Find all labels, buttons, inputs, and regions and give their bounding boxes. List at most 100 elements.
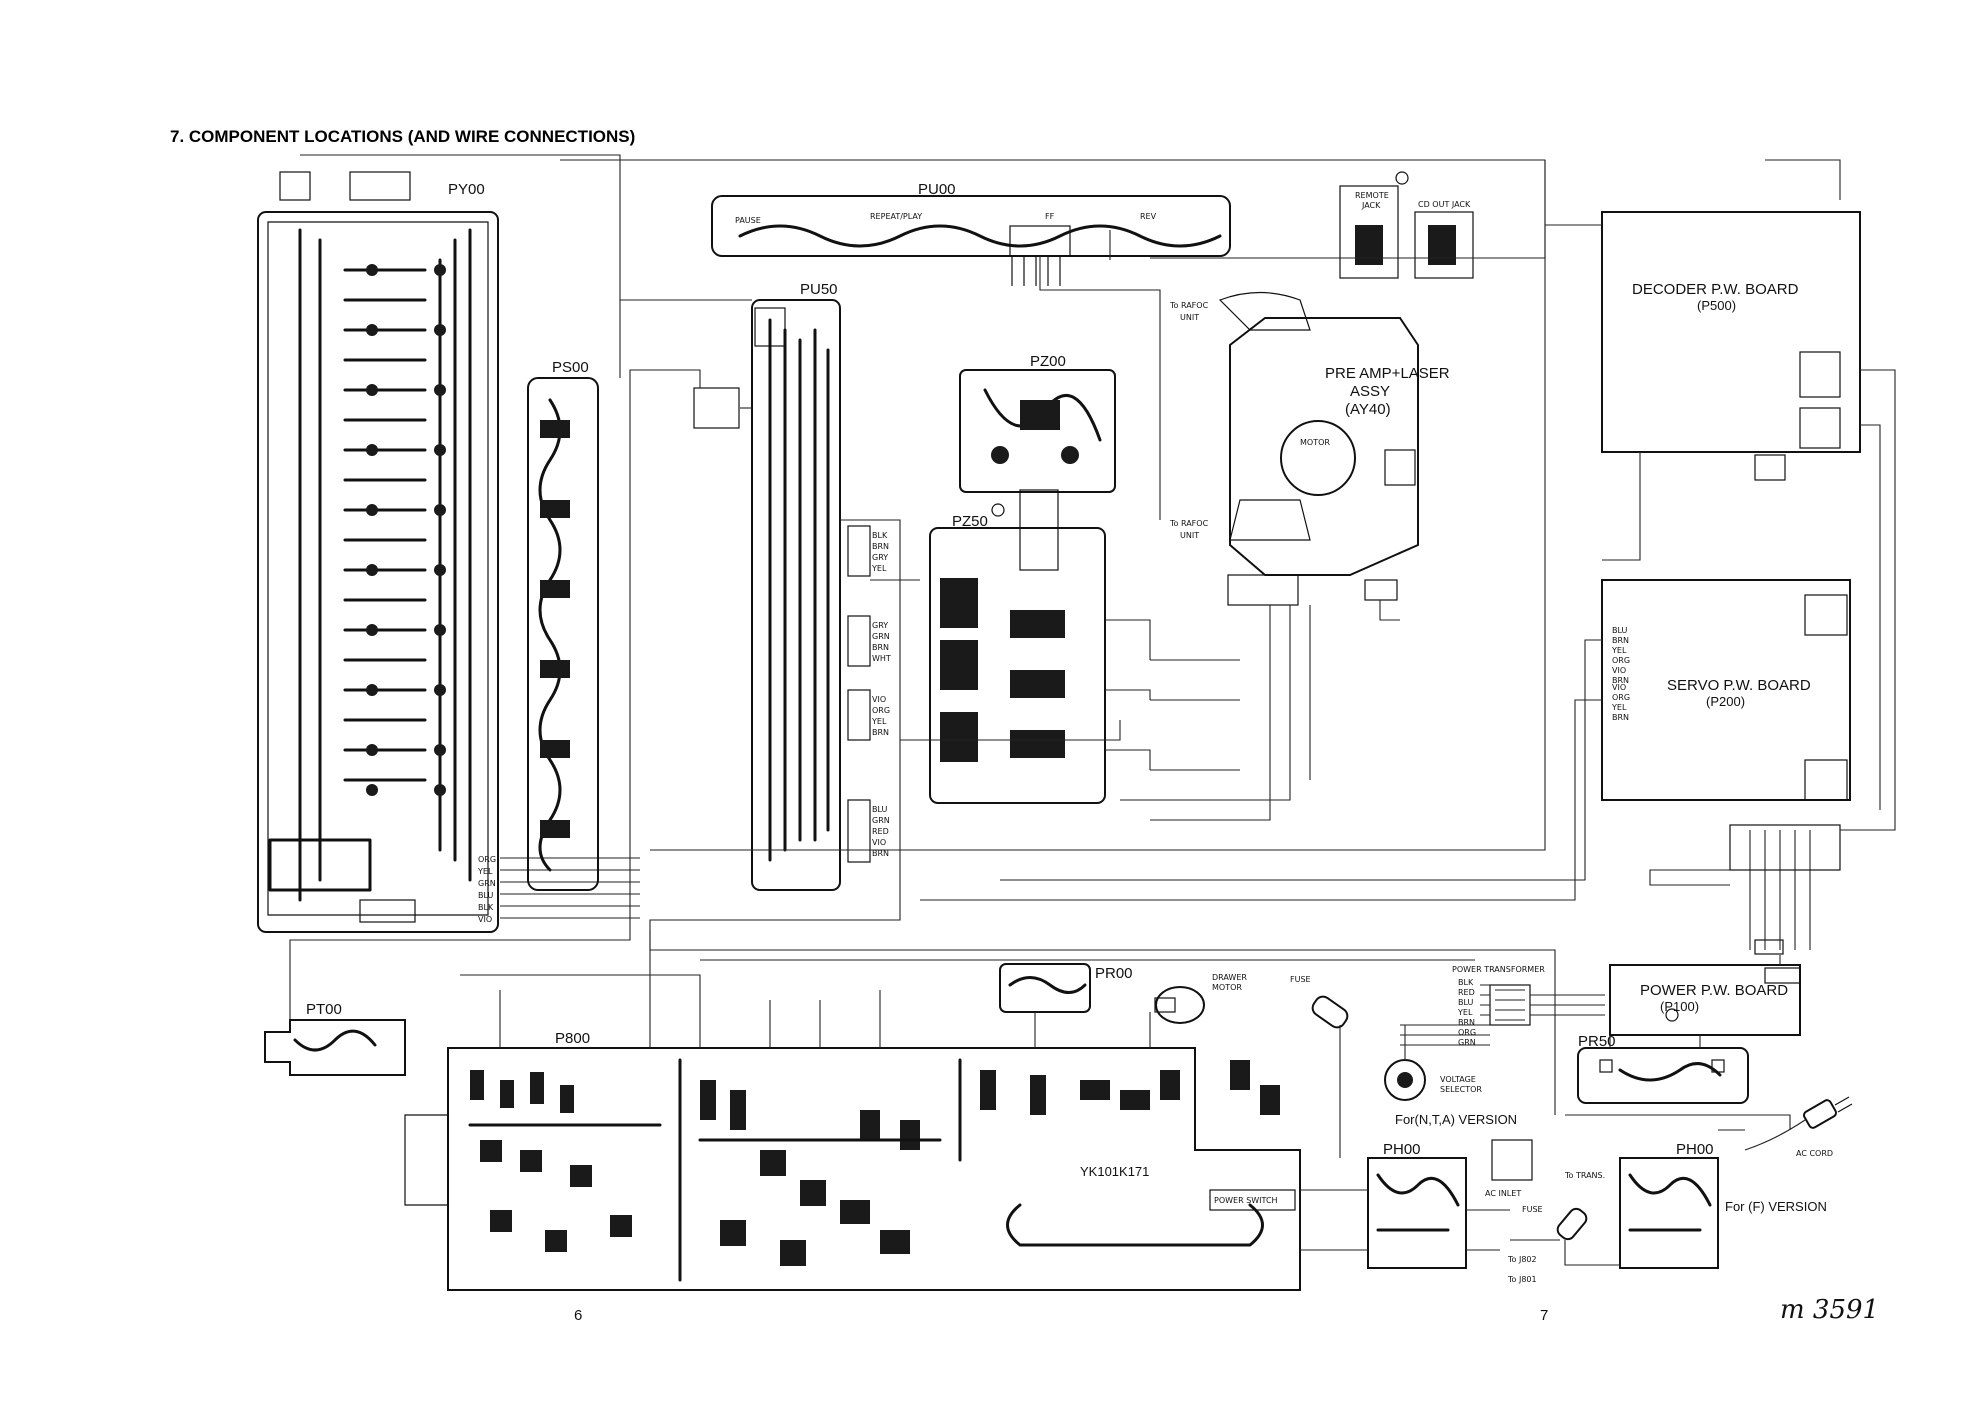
servo-wire-list-b: VIO ORG YEL BRN <box>1611 683 1630 722</box>
drawer-motor-b: MOTOR <box>1212 983 1242 992</box>
svg-text:VIO: VIO <box>872 838 886 847</box>
label-ph00-left: PH00 <box>1383 1141 1421 1158</box>
transformer-label: POWER TRANSFORMER <box>1452 965 1545 974</box>
svg-text:ORG: ORG <box>1458 1028 1476 1037</box>
svg-text:RED: RED <box>872 827 889 836</box>
svg-text:ORG: ORG <box>872 706 890 715</box>
page-title: 7. COMPONENT LOCATIONS (AND WIRE CONNECT… <box>170 127 635 146</box>
fuse-bottom-label: FUSE <box>1522 1205 1543 1214</box>
svg-text:VIO: VIO <box>478 915 492 924</box>
label-ps00: PS00 <box>552 359 589 376</box>
board-py00 <box>257 211 499 933</box>
svg-text:GRY: GRY <box>872 621 888 630</box>
svg-text:YEL: YEL <box>477 867 493 876</box>
svg-text:GRN: GRN <box>478 879 496 888</box>
board-ps00 <box>527 377 599 891</box>
pu00-button-rev: REV <box>1140 212 1157 221</box>
label-pu00: PU00 <box>918 181 956 198</box>
label-pt00: PT00 <box>306 1001 342 1018</box>
decoder-code: (P500) <box>1697 298 1736 313</box>
ac-cord-label: AC CORD <box>1796 1149 1833 1158</box>
to-rafoc-1a: To RAFOC <box>1169 301 1209 310</box>
board-pu50 <box>693 299 841 891</box>
board-pz50 <box>929 489 1106 804</box>
svg-text:GRN: GRN <box>872 632 890 641</box>
drawer-motor <box>1154 986 1205 1024</box>
label-ph00-right: PH00 <box>1676 1141 1714 1158</box>
decoder-title: DECODER P.W. BOARD <box>1632 281 1799 298</box>
svg-text:BLK: BLK <box>872 531 888 540</box>
board-pr50 <box>1577 1047 1749 1104</box>
power-switch-label: POWER SWITCH <box>1214 1196 1278 1205</box>
svg-text:BLU: BLU <box>1612 626 1628 635</box>
decoder-board <box>1601 211 1861 481</box>
preamp-line1: PRE AMP+LASER <box>1325 365 1450 382</box>
servo-board <box>1601 579 1851 801</box>
board-pz00 <box>959 369 1116 493</box>
motor-label: MOTOR <box>1300 438 1330 447</box>
fuse-bottom <box>1556 1207 1588 1241</box>
label-pu50: PU50 <box>800 281 838 298</box>
svg-text:YEL: YEL <box>1611 703 1627 712</box>
svg-text:YEL: YEL <box>871 564 887 573</box>
handwritten-note: m 3591 <box>1780 1295 1879 1325</box>
voltage-selector-a: VOLTAGE <box>1440 1075 1476 1084</box>
cd-out-jack-label: CD OUT JACK <box>1418 200 1471 209</box>
fuse-top-label: FUSE <box>1290 975 1311 984</box>
wu54-wire-list: BLU GRN RED VIO BRN <box>847 799 890 863</box>
board-pr00 <box>999 963 1091 1013</box>
label-pz50: PZ50 <box>952 513 988 530</box>
for-f-label: For (F) VERSION <box>1725 1199 1827 1214</box>
to-trans-label: To TRANS. <box>1564 1171 1605 1180</box>
svg-text:GRN: GRN <box>872 816 890 825</box>
svg-text:BRN: BRN <box>872 849 889 858</box>
svg-text:BLU: BLU <box>478 891 494 900</box>
to-j801-label: To J801 <box>1507 1275 1537 1284</box>
svg-text:BRN: BRN <box>872 728 889 737</box>
voltage-selector-b: SELECTOR <box>1440 1085 1482 1094</box>
svg-text:BLK: BLK <box>1458 978 1474 987</box>
svg-text:VIO: VIO <box>1612 666 1626 675</box>
svg-text:ORG: ORG <box>1612 656 1630 665</box>
remote-jack-b: JACK <box>1361 201 1381 210</box>
servo-wire-list-a: BLU BRN YEL ORG VIO BRN <box>1611 626 1630 685</box>
svg-text:BRN: BRN <box>1612 676 1629 685</box>
wu60-wire-list: BLK BRN GRY YEL <box>847 525 889 577</box>
svg-text:YEL: YEL <box>1457 1008 1473 1017</box>
preamp-laser-assy <box>1227 317 1419 606</box>
drawer-motor-a: DRAWER <box>1212 973 1247 982</box>
power-board <box>1609 964 1801 1036</box>
py00-wire-list: ORG YEL GRN BLU BLK VIO <box>477 855 640 924</box>
board-code-label: YK101K171 <box>1080 1164 1149 1179</box>
page-number-right: 7 <box>1540 1307 1548 1324</box>
preamp-line3: (AY40) <box>1345 401 1391 418</box>
wiring-harness <box>289 154 1896 1266</box>
remote-jack-a: REMOTE <box>1355 191 1389 200</box>
svg-text:WHT: WHT <box>872 654 891 663</box>
board-ph00-left <box>1367 1139 1533 1269</box>
svg-text:GRN: GRN <box>1458 1038 1476 1047</box>
board-pt00 <box>264 1019 406 1076</box>
voltage-selector <box>1384 1059 1426 1101</box>
servo-title: SERVO P.W. BOARD <box>1667 677 1811 694</box>
svg-text:RED: RED <box>1458 988 1475 997</box>
svg-text:ORG: ORG <box>1612 693 1630 702</box>
preamp-line2: ASSY <box>1350 383 1390 400</box>
svg-text:VIO: VIO <box>872 695 886 704</box>
for-nta-label: For(N,T,A) VERSION <box>1395 1112 1517 1127</box>
to-rafoc-1b: UNIT <box>1180 313 1199 322</box>
page-number-left: 6 <box>574 1307 582 1324</box>
ac-cord-plug <box>1744 1096 1853 1151</box>
pu00-button-ff: FF <box>1045 212 1055 221</box>
board-pu00 <box>711 195 1231 286</box>
power-code: (P100) <box>1660 999 1699 1014</box>
svg-text:BRN: BRN <box>1612 713 1629 722</box>
power-transformer <box>1489 984 1605 1026</box>
power-title: POWER P.W. BOARD <box>1640 982 1788 999</box>
svg-text:BRN: BRN <box>1612 636 1629 645</box>
wu57-wire-list: GRY GRN BRN WHT <box>847 615 891 667</box>
py00-switch-array <box>343 264 446 796</box>
svg-text:BRN: BRN <box>872 542 889 551</box>
svg-text:GRY: GRY <box>872 553 888 562</box>
